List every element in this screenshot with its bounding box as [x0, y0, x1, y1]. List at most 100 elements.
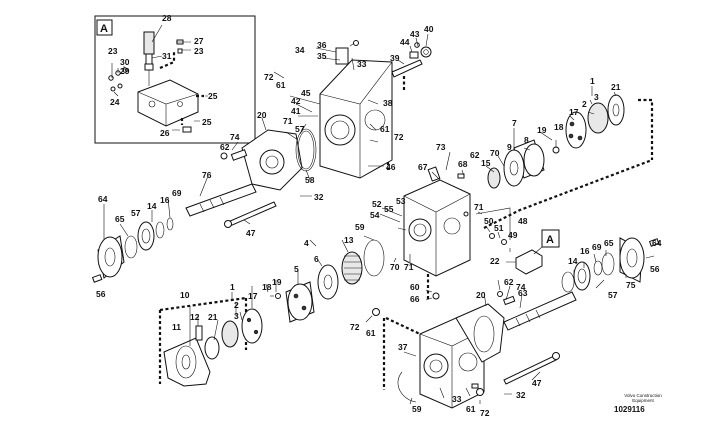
- bolt-47-lower: [503, 355, 557, 385]
- callout-numbers: 28 31 27 23 23 30 29 24 25 25 26 36 34 3…: [96, 13, 662, 418]
- callout: 72: [480, 408, 490, 418]
- callout: 64: [98, 194, 108, 204]
- callout: 29: [120, 66, 130, 76]
- callout: 41: [291, 106, 301, 116]
- callout: 74: [516, 282, 526, 292]
- detail-a-flag-ref: A: [546, 234, 554, 246]
- callout: 47: [246, 228, 256, 238]
- callout: 63: [518, 288, 528, 298]
- callout: 76: [202, 170, 212, 180]
- callout: 39: [390, 53, 400, 63]
- callout: 31: [162, 51, 172, 61]
- callout: 24: [110, 97, 120, 107]
- callout: 46: [386, 162, 396, 172]
- caption-line-2: Equipment: [632, 398, 654, 403]
- callout: 71: [474, 202, 484, 212]
- lower-pump-housing: [372, 303, 505, 409]
- callout: 55: [384, 204, 394, 214]
- callout: 17: [569, 107, 579, 117]
- callout: 1: [590, 76, 595, 86]
- callout: 5: [294, 264, 299, 274]
- callout: 43: [410, 29, 420, 39]
- callout: 49: [508, 230, 518, 240]
- callout: 35: [317, 51, 327, 61]
- callout: 18: [554, 122, 564, 132]
- callout: 71: [404, 262, 414, 272]
- callout: 19: [272, 277, 282, 287]
- callout: 51: [494, 223, 504, 233]
- callout: 75: [626, 280, 636, 290]
- callout: 61: [380, 124, 390, 134]
- callout: 38: [383, 98, 393, 108]
- callout: 6: [314, 254, 319, 264]
- callout: 57: [295, 124, 305, 134]
- detail-a-inset: A: [94, 15, 256, 144]
- detail-a-flag: A: [100, 23, 108, 35]
- callout: 12: [190, 312, 200, 322]
- callout: 30: [120, 57, 130, 67]
- drive-shaft-upper: [185, 149, 257, 217]
- callout: 50: [484, 216, 494, 226]
- callout: 14: [568, 256, 578, 266]
- callout: 45: [301, 88, 311, 98]
- callout: 4: [304, 238, 309, 248]
- callout: 21: [611, 82, 621, 92]
- callout: 10: [180, 290, 190, 300]
- callout: 21: [208, 312, 218, 322]
- callout: 56: [650, 264, 660, 274]
- callout: 42: [291, 96, 301, 106]
- callout: 27: [194, 36, 204, 46]
- callout: 8: [524, 135, 529, 145]
- callout: 9: [507, 142, 512, 152]
- callout: 14: [147, 201, 157, 211]
- callout: 72: [394, 132, 404, 142]
- callout: 71: [283, 116, 293, 126]
- callout: 47: [532, 378, 542, 388]
- callout: 19: [537, 125, 547, 135]
- callout: 61: [366, 328, 376, 338]
- callout: 70: [390, 262, 400, 272]
- callout: 54: [370, 210, 380, 220]
- callout: 16: [160, 195, 170, 205]
- valve-block-22: A: [475, 207, 560, 275]
- callout: 32: [516, 390, 526, 400]
- relief-valve-stack: [391, 42, 432, 78]
- callout: 16: [580, 246, 590, 256]
- callout: 62: [220, 142, 230, 152]
- upper-flange: [241, 128, 317, 191]
- right-upper-rotor-group: [483, 94, 654, 229]
- callout: 61: [276, 80, 286, 90]
- callout: 13: [344, 235, 354, 245]
- callout: 3: [234, 311, 239, 321]
- callout: 11: [172, 322, 181, 332]
- callout: 22: [490, 256, 500, 266]
- drive-shaft-lower: [497, 291, 577, 331]
- callout: 25: [208, 91, 218, 101]
- callout: 53: [396, 196, 406, 206]
- callout: 57: [131, 208, 141, 218]
- callout: 37: [398, 342, 408, 352]
- callout: 2: [582, 99, 587, 109]
- callout: 2: [234, 300, 239, 310]
- callout: 25: [202, 117, 212, 127]
- callout: 72: [350, 322, 360, 332]
- callout: 17: [248, 291, 258, 301]
- callout: 65: [604, 238, 614, 248]
- callout: 64: [652, 238, 662, 248]
- callout: 52: [372, 199, 382, 209]
- callout: 68: [458, 159, 468, 169]
- callout: 1: [230, 282, 235, 292]
- callout: 26: [160, 128, 170, 138]
- callout: 15: [481, 158, 491, 168]
- leader-lines: [103, 33, 655, 405]
- callout: 44: [400, 37, 410, 47]
- callout: 33: [452, 394, 462, 404]
- bolt-47-upper: [227, 201, 277, 227]
- callout: 28: [162, 13, 172, 23]
- callout: 61: [466, 404, 476, 414]
- callout: 65: [115, 214, 125, 224]
- callout: 33: [357, 59, 367, 69]
- callout: 20: [257, 110, 267, 120]
- callout: 18: [262, 282, 272, 292]
- callout: 67: [418, 162, 428, 172]
